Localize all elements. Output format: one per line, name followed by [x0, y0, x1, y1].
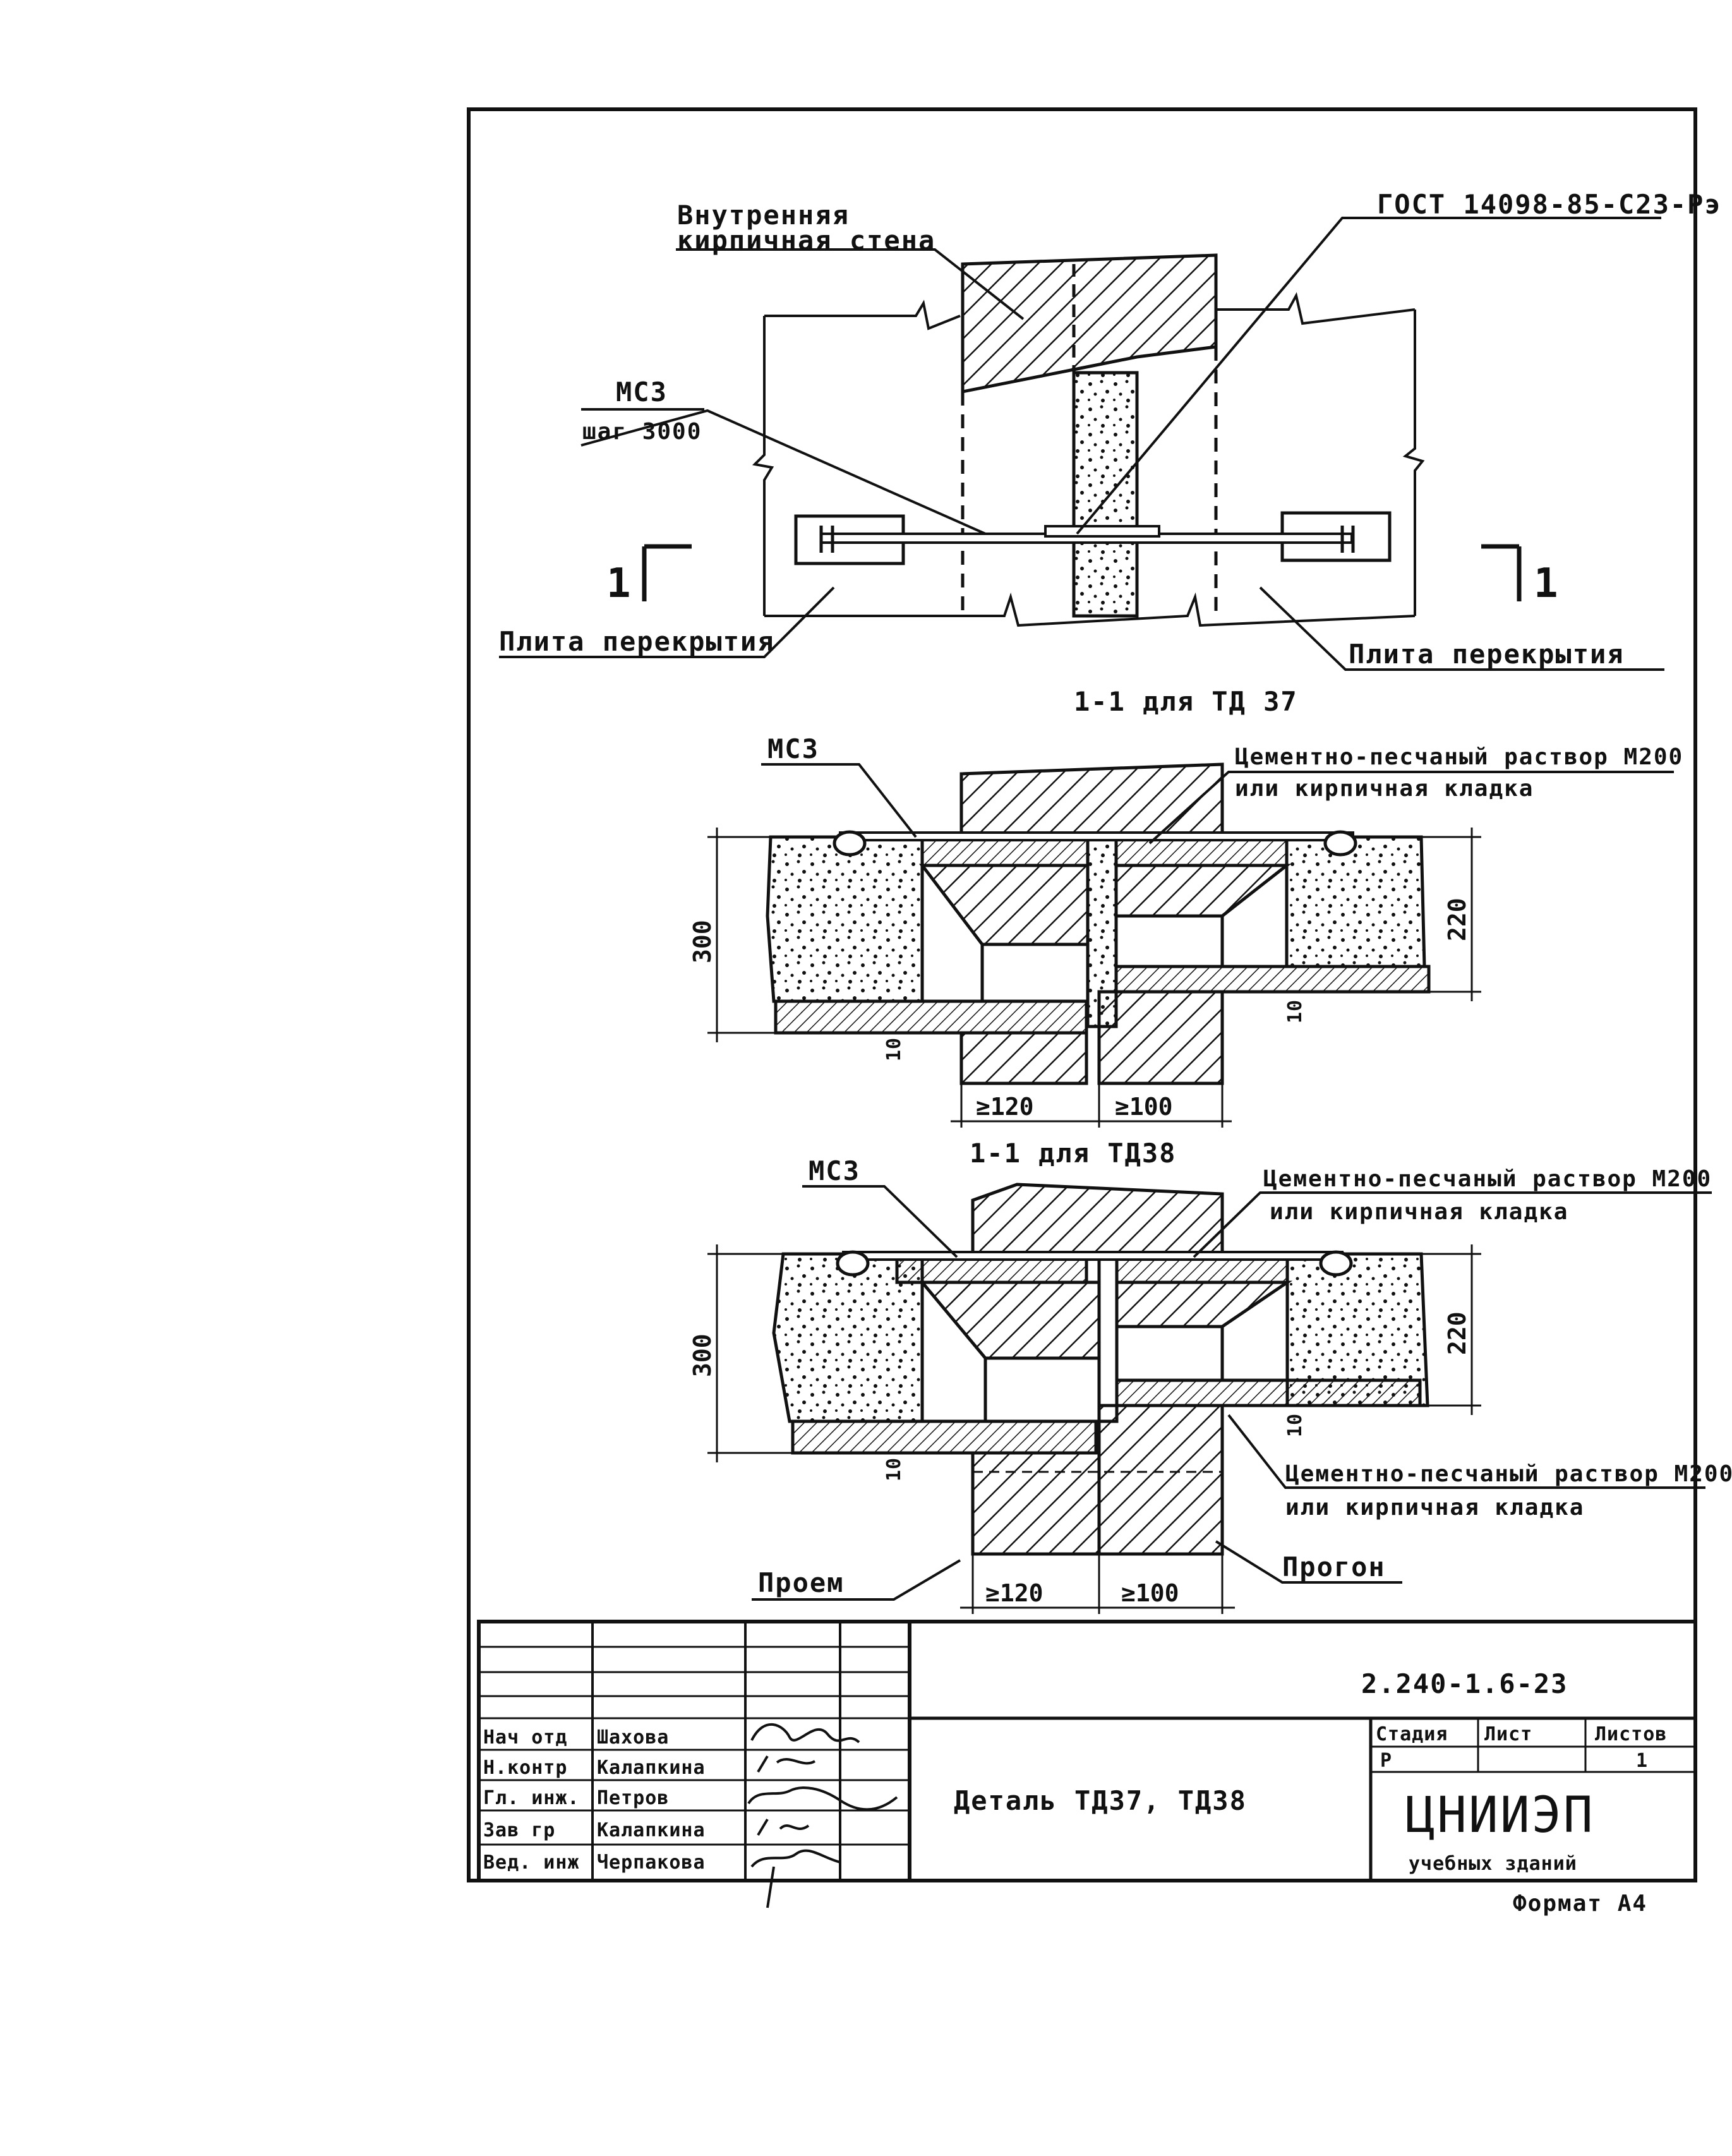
tb-org: ЦНИИЭП [1405, 1787, 1595, 1844]
section38-dim-300: 300 [689, 1334, 716, 1377]
plan-step-label: шаг 3000 [582, 419, 702, 445]
section38-dim-100: ≥100 [1121, 1579, 1179, 1607]
section37-mortar-label-1: Цементно-песчаный раствор М200 [1235, 744, 1683, 770]
section38-dim-10a: 10 [883, 1457, 905, 1481]
tb-org-sub: учебных зданий [1409, 1853, 1577, 1875]
section38-mortar-top-label-2: или кирпичная кладка [1270, 1199, 1568, 1225]
tb-role-1: Нач отд [483, 1726, 567, 1749]
section-td37: 1-1 для ТД 37 300 220 10 10 [689, 686, 1683, 1128]
section37-dim-120: ≥120 [976, 1093, 1034, 1121]
plan-inner-wall-label-2: кирпичная стена [677, 225, 935, 256]
tb-code: 2.240-1.6-23 [1361, 1668, 1568, 1699]
section37-dim-100: ≥100 [1115, 1093, 1173, 1121]
section37-dim-220: 220 [1443, 898, 1471, 941]
tb-role-4: Зав гр [483, 1819, 555, 1841]
section37-msz-label: МС3 [767, 733, 819, 764]
section38-msz-label: МС3 [809, 1155, 860, 1186]
plan-cut-right-label: 1 [1534, 560, 1558, 607]
section38-opening-label: Проем [758, 1567, 844, 1598]
plan-inner-wall-label-1: Внутренняя [677, 200, 850, 231]
tb-role-3: Гл. инж. [483, 1787, 580, 1809]
section37-dim-10a: 10 [883, 1037, 905, 1061]
tb-name-3: Петров [597, 1787, 669, 1809]
section37-dim-300: 300 [689, 920, 716, 963]
tb-role-2: Н.контр [483, 1757, 567, 1779]
title-block: Нач отд Н.контр Гл. инж. Зав гр Вед. инж… [477, 1620, 1697, 1917]
tb-sheets-label: Листов [1595, 1723, 1667, 1745]
section38-dim-220: 220 [1443, 1311, 1471, 1355]
tb-format: Формат А4 [1513, 1891, 1647, 1917]
plan-msz-label: МС3 [616, 376, 668, 407]
tb-name-4: Калапкина [597, 1819, 706, 1841]
section37-mortar-label-2: или кирпичная кладка [1235, 776, 1534, 802]
section38-mortar-top-label-1: Цементно-песчаный раствор М200 [1263, 1166, 1712, 1192]
section38-mortar-bottom-label-2: или кирпичная кладка [1285, 1495, 1584, 1521]
plan-view: 1 1 Внутренняя кирпичная стена ГОСТ 1409… [499, 189, 1722, 671]
tb-title: Деталь ТД37, ТД38 [954, 1785, 1247, 1816]
section-td38: 1-1 для ТД38 300 220 10 10 [689, 1138, 1732, 1614]
tb-sheet-label: Лист [1484, 1723, 1532, 1745]
plan-slab-left-label: Плита перекрытия [499, 626, 775, 657]
section38-mortar-bottom-label-1: Цементно-песчаный раствор М200 [1285, 1461, 1732, 1487]
section38-dim-120: ≥120 [985, 1579, 1043, 1607]
plan-cut-left-label: 1 [606, 560, 631, 607]
tb-name-2: Калапкина [597, 1757, 706, 1779]
section37-dim-10b: 10 [1284, 999, 1306, 1023]
tb-name-1: Шахова [597, 1726, 669, 1749]
tb-role-5: Вед. инж [483, 1852, 580, 1874]
plan-slab-right-label: Плита перекрытия [1349, 639, 1625, 670]
signatures [747, 1723, 898, 1908]
plan-gost-label: ГОСТ 14098-85-С23-Рэ [1377, 189, 1722, 220]
tb-stage: Р [1380, 1750, 1392, 1772]
section38-purlin-label: Прогон [1282, 1551, 1386, 1582]
section38-title: 1-1 для ТД38 [970, 1138, 1176, 1169]
tb-sheets: 1 [1636, 1750, 1648, 1772]
tb-name-5: Черпакова [597, 1852, 706, 1874]
plan-mortar-joint [1072, 371, 1139, 618]
section38-dim-10b: 10 [1284, 1413, 1306, 1437]
tb-stage-label: Стадия [1376, 1723, 1448, 1745]
section37-title: 1-1 для ТД 37 [1074, 686, 1298, 717]
